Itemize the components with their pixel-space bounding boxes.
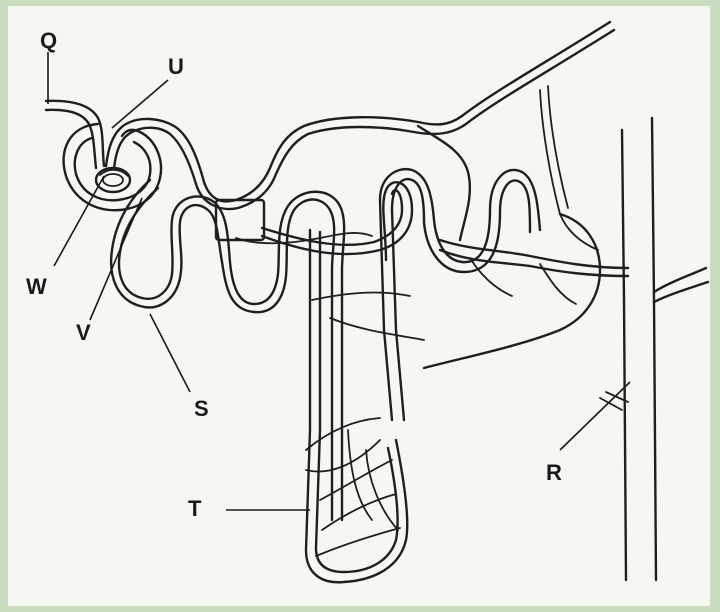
label-Q: Q xyxy=(40,28,57,53)
efferent-arteriole xyxy=(106,22,614,209)
collecting-duct xyxy=(600,118,708,580)
label-S: S xyxy=(194,396,209,421)
label-R: R xyxy=(546,460,562,485)
leader-line-W xyxy=(54,176,104,266)
leader-line-S xyxy=(150,314,190,392)
vasa-recta xyxy=(306,418,400,556)
leader-line-R xyxy=(560,382,630,450)
label-V: V xyxy=(76,320,91,345)
label-U: U xyxy=(168,54,184,79)
label-T: T xyxy=(188,496,202,521)
leader-line-V xyxy=(90,198,142,320)
peritubular-capillaries xyxy=(236,86,628,368)
label-W: W xyxy=(26,274,47,299)
